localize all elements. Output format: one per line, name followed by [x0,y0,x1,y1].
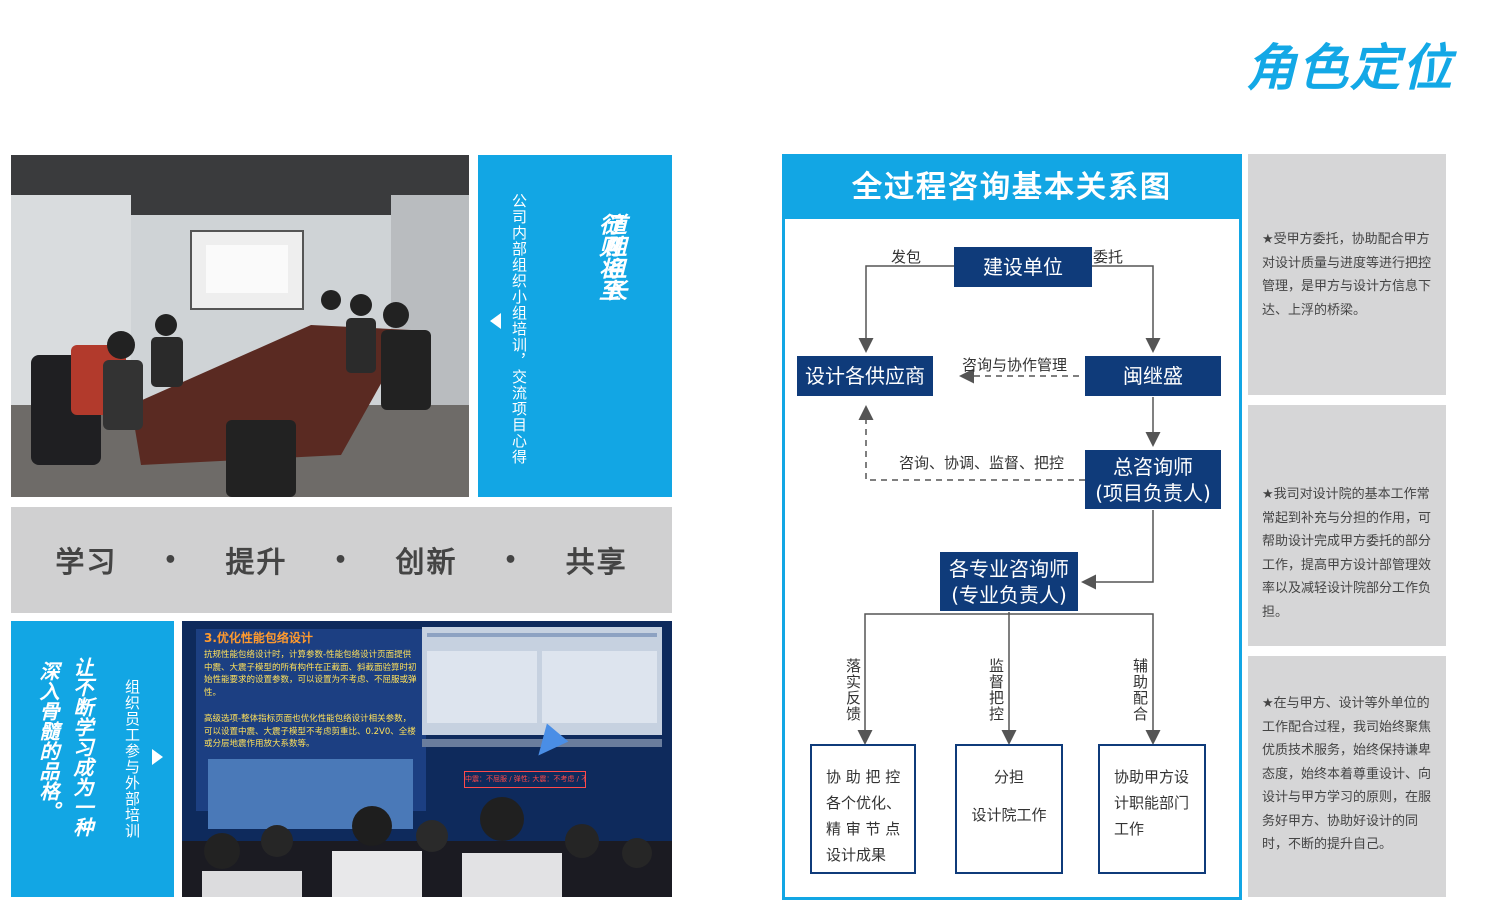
seminar-photo: 3.优化性能包络设计 抗规性能包络设计时，计算参数-性能包络设计页面提供中震、大… [182,621,672,897]
slogan-band: 学习 • 提升 • 创新 • 共享 [11,507,672,613]
client-node: 建设单位 [954,247,1092,287]
assist-label: 辅助配合 [1131,658,1149,722]
leaf-box-share-work: 分担 设计院工作 [955,744,1063,874]
leaf-box-optimization: 协 助 把 控 各个优化、 精 审 节 点 设计成果 [810,744,916,874]
page-title: 角色定位 [1246,39,1454,97]
node-line: 各专业咨询师 [949,556,1069,581]
slogan-word: 共享 [565,545,628,579]
suppliers-node: 设计各供应商 [797,356,933,396]
caret-left-icon [490,313,501,329]
chief-consultant-node: 总咨询师 (项目负责人) [1085,450,1221,509]
calligraphy-line-2: 深入骨髓的品格。 [36,661,60,821]
note-support: ★我司对设计院的基本工作常常起到补充与分担的作用，可帮助设计完成甲方委托的部分工… [1248,405,1446,646]
slide-status-box: 中震：不屈服 / 弹性; 大震：不考虑 / 不屈服 [464,771,586,788]
slide-heading: 3.优化性能包络设计 [204,631,313,645]
slogan-separator: • [503,547,520,573]
leaf-line: 工作 [1114,820,1145,838]
slogan-separator: • [163,547,180,573]
external-training-caption: 组织员工参与外部培训 [123,679,141,839]
slogan-word: 提升 [225,545,288,579]
note-cooperation: ★在与甲方、设计等外单位的工作配合过程，我司始终聚焦优质技术服务，始终保持谦卑态… [1248,656,1446,897]
leaf-line: 设计院工作 [971,806,1047,824]
meeting-room-photo [11,155,469,497]
note-bridge: ★受甲方委托，协助配合甲方对设计质量与进度等进行把控管理，是甲方与设计方信息下达… [1248,154,1446,395]
node-line: (专业负责人) [951,582,1067,607]
diagram-title: 全过程咨询基本关系图 [785,157,1239,219]
consult-roles-label: 咨询、协调、监督、把控 [899,454,1065,472]
node-line: (项目负责人) [1095,480,1211,505]
leaf-line: 各个优化、 [826,794,902,812]
slide-bullet-1: 抗规性能包络设计时，计算参数-性能包络设计页面提供中震、大震子模型的所有构件在正… [204,650,417,698]
external-training-panel: 深入骨髓的品格。 让不断学习成为一种 组织员工参与外部培训 [11,621,174,897]
feedback-label: 落实反馈 [844,658,862,722]
calligraphy-line-1: 道阻且长 [601,213,627,301]
leaf-line: 精 审 节 点 [826,820,901,838]
calligraphy-line-2: 行则将至 [595,213,621,301]
leaf-line: 分担 [993,768,1024,786]
node-line: 总咨询师 [1113,454,1193,479]
calligraphy-line-1: 让不断学习成为一种 [70,657,94,837]
diagram-connectors [857,265,1161,745]
consult-manage-label: 咨询与协作管理 [962,356,1068,374]
specialist-consultant-node: 各专业咨询师 (专业负责人) [940,552,1078,611]
contract-label: 发包 [891,248,922,266]
leaf-line: 协助甲方设 [1114,768,1190,786]
slogan-separator: • [333,547,350,573]
leaf-line: 协 助 把 控 [826,768,901,786]
leaf-line: 设计成果 [826,846,887,864]
caret-right-icon [152,749,163,765]
slogan-word: 创新 [395,545,458,579]
slide-bullet-2: 高级选项-整体指标页面也优化性能包络设计相关参数，可以设置中震、大震子模型不考虑… [204,714,416,750]
entrust-label: 委托 [1093,248,1124,266]
company-node: 闽继盛 [1085,356,1221,396]
audience-silhouettes [182,797,672,897]
training-caption-text: 公司内部组织小组培训，交流项目心得 [510,193,528,465]
supervise-label: 监督把控 [987,658,1005,722]
leaf-box-assist-client: 协助甲方设 计职能部门 工作 [1098,744,1206,874]
training-caption-panel: 公司内部组织小组培训，交流项目心得 行则将至 道阻且长 [478,155,672,497]
slogan-word: 学习 [55,545,118,579]
leaf-line: 计职能部门 [1114,794,1190,812]
